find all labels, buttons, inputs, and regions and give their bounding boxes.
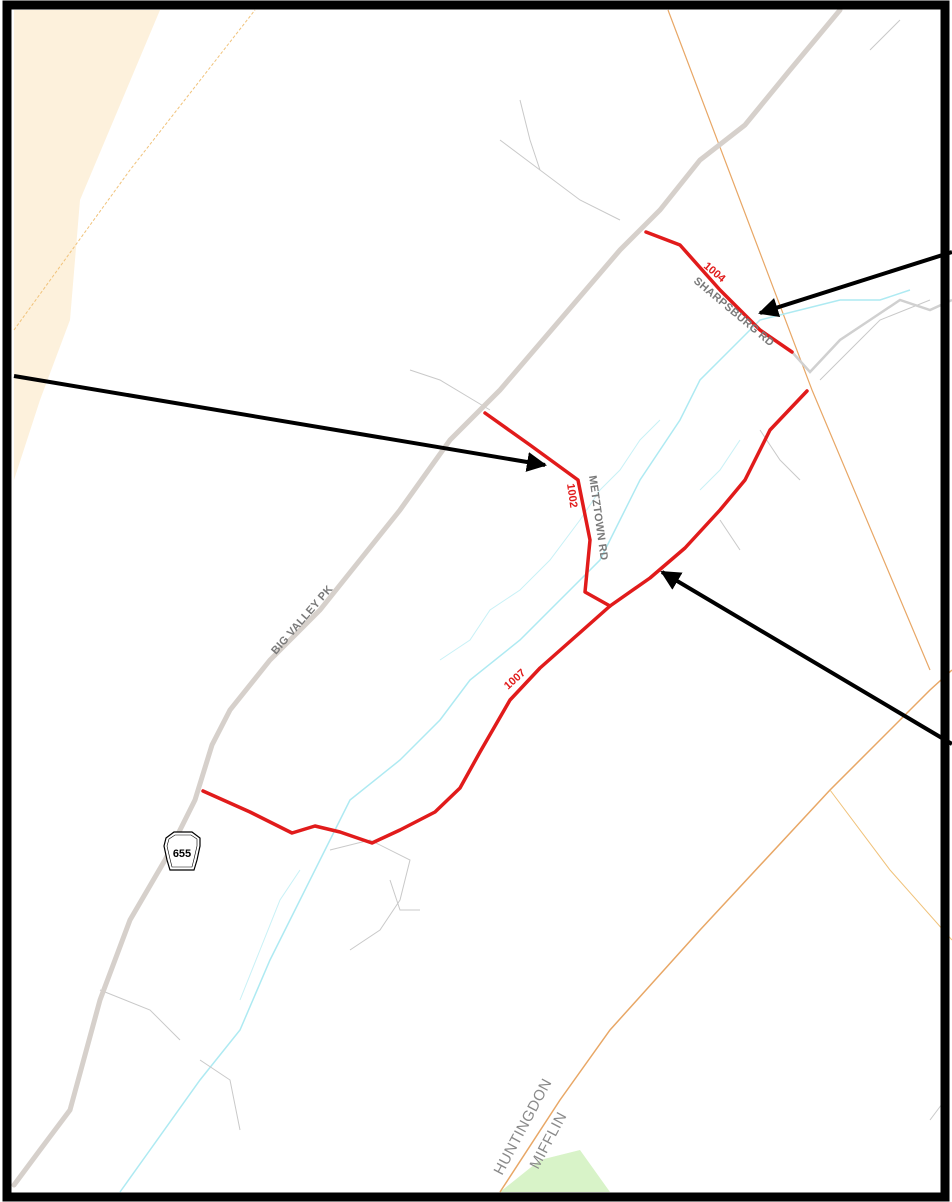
sharpsburg-rd-extension [791,298,952,374]
stream-branch [439,419,661,661]
park-area [500,1150,610,1192]
route-1004-line [644,230,794,354]
stream-main [119,289,911,1193]
callout-arrows [13,250,952,746]
route-shield-655: 655 [163,831,201,871]
route-1007-line [201,389,809,845]
big-valley-pk-road [11,7,843,1188]
route-1002-line [483,411,612,608]
label-route-1002: 1002 [564,483,579,509]
arrow-sharpsburg [758,250,952,318]
highlighted-routes [201,230,809,845]
stream-small-2 [699,439,741,491]
stream-small-1 [239,869,301,1001]
minor-roads [99,19,946,1131]
municipal-boundary-dashed [13,9,256,331]
shield-655-number: 655 [173,848,191,860]
urban-area [14,10,160,480]
county-boundary [499,669,952,1193]
arrow-metztown [13,374,547,472]
arrow-route-1007 [660,570,952,746]
municipal-boundary-east [667,9,931,671]
municipal-boundary-southeast [829,789,952,941]
